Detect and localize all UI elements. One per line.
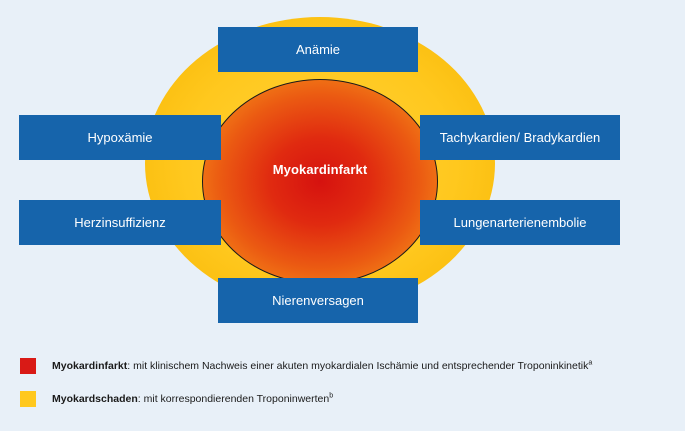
cause-box-heart-failure: Herzinsuffizienz bbox=[19, 200, 221, 245]
myocardial-infarction-zone bbox=[202, 79, 438, 284]
cause-box-arrhythmia: Tachykardien/ Bradykardien bbox=[420, 115, 620, 160]
legend-title: Myokardinfarkt bbox=[52, 360, 128, 372]
legend-text: : mit korrespondierenden Troponinwerten bbox=[137, 393, 330, 405]
footnote-marker: a bbox=[588, 359, 593, 367]
cause-box-pulmonary-embolism: Lungenarterienembolie bbox=[420, 200, 620, 245]
cause-box-renal-failure: Nierenversagen bbox=[218, 278, 418, 323]
legend-item-injury: Myokardschaden: mit korrespondierenden T… bbox=[20, 391, 333, 407]
legend-swatch-yellow bbox=[20, 391, 36, 407]
cause-box-anaemia: Anämie bbox=[218, 27, 418, 72]
legend-title: Myokardschaden bbox=[52, 393, 138, 405]
legend-text: : mit klinischem Nachweis einer akuten m… bbox=[127, 360, 589, 372]
legend-item-infarction: Myokardinfarkt: mit klinischem Nachweis … bbox=[20, 358, 592, 374]
center-label: Myokardinfarkt bbox=[272, 162, 368, 177]
cause-box-hypoxaemia: Hypoxämie bbox=[19, 115, 221, 160]
legend-swatch-red bbox=[20, 358, 36, 374]
footnote-marker: b bbox=[329, 392, 334, 400]
